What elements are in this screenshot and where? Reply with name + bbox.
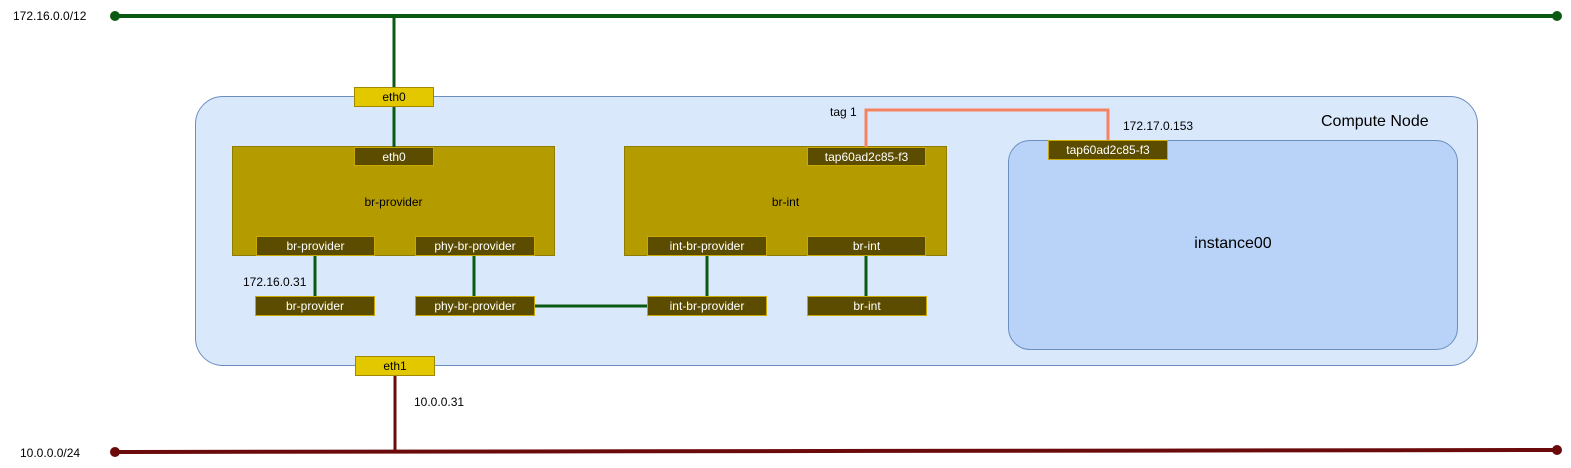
internal-int-br-provider-port[interactable]: int-br-provider (647, 296, 767, 316)
host-eth1-port[interactable]: eth1 (355, 356, 435, 376)
mgmt-network-endpoint-left (110, 447, 120, 457)
instance-tap-port[interactable]: tap60ad2c85-f3 (1048, 140, 1168, 160)
mgmt-network-line (114, 448, 1558, 454)
br-int-port[interactable]: br-int (807, 236, 926, 256)
host-eth0-port[interactable]: eth0 (354, 87, 434, 107)
int-br-provider-port[interactable]: int-br-provider (647, 236, 767, 256)
br-provider-port[interactable]: br-provider (256, 236, 375, 256)
phy-br-provider-port[interactable]: phy-br-provider (415, 236, 535, 256)
mgmt-network-label: 10.0.0.0/24 (20, 446, 81, 460)
instance-title: instance00 (1194, 235, 1272, 252)
br-provider-title: br-provider (364, 195, 423, 209)
mgmt-ip-label: 10.0.0.31 (414, 395, 465, 409)
br-int-title: br-int (771, 195, 800, 209)
instance-vm[interactable]: instance00 (1008, 140, 1458, 350)
provider-network-endpoint-right (1552, 11, 1562, 21)
vlan-tag-label: tag 1 (830, 105, 857, 119)
provider-network-label: 172.16.0.0/12 (13, 9, 87, 23)
instance-ip-label: 172.17.0.153 (1123, 119, 1194, 133)
internal-phy-br-provider-port[interactable]: phy-br-provider (415, 296, 535, 316)
compute-node-title: Compute Node (1321, 113, 1429, 130)
internal-br-provider-port[interactable]: br-provider (255, 296, 375, 316)
internal-br-int-port[interactable]: br-int (807, 296, 927, 316)
mgmt-network-endpoint-right (1552, 445, 1562, 455)
provider-ip-label: 172.16.0.31 (243, 275, 307, 289)
br-int-tap-port[interactable]: tap60ad2c85-f3 (807, 147, 926, 166)
provider-network-endpoint-left (110, 11, 120, 21)
br-provider-eth0-port[interactable]: eth0 (354, 147, 434, 166)
